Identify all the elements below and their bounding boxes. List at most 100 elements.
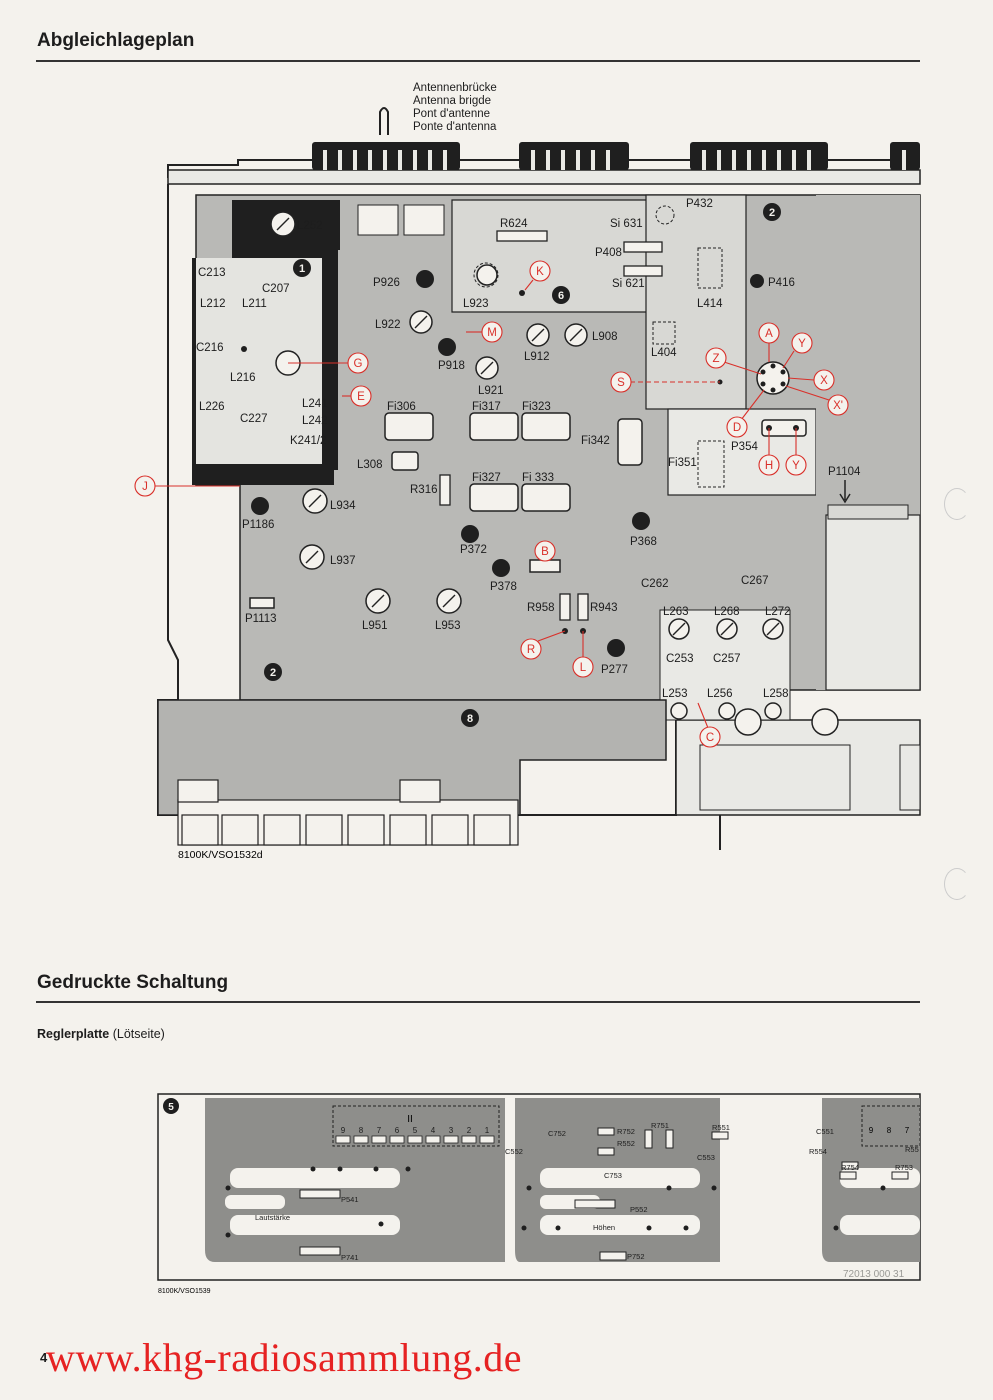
diagram1-code: 8100K/VSO1532d	[178, 849, 263, 860]
svg-text:M: M	[487, 327, 497, 339]
svg-text:R552: R552	[617, 1139, 635, 1148]
section-rule	[36, 1001, 920, 1003]
svg-text:L923: L923	[463, 298, 489, 310]
antenna-line-3: Ponte d'antenna	[413, 121, 497, 133]
svg-text:H: H	[765, 460, 773, 472]
svg-text:R752: R752	[617, 1127, 635, 1136]
subtitle-bold: Reglerplatte	[37, 1027, 110, 1041]
connector-strip	[177, 779, 519, 846]
svg-text:L937: L937	[330, 555, 356, 567]
svg-text:Fi351: Fi351	[668, 457, 697, 469]
svg-text:L308: L308	[357, 459, 383, 471]
svg-text:R316: R316	[410, 484, 438, 496]
svg-text:A: A	[765, 328, 773, 340]
svg-text:Y: Y	[798, 338, 806, 350]
svg-text:D: D	[733, 422, 741, 434]
potentiometers	[251, 270, 764, 657]
watermark: www.khg-radiosammlung.de	[46, 1335, 522, 1380]
svg-text:X': X'	[833, 400, 843, 412]
component-labels: L252 P432 R624 Si 631 P408 Si 621 P926 L…	[196, 198, 861, 700]
svg-text:R551: R551	[712, 1123, 730, 1132]
section-title: Gedruckte Schaltung	[37, 972, 229, 993]
svg-text:C207: C207	[262, 283, 290, 295]
svg-text:Fi327: Fi327	[472, 472, 501, 484]
svg-text:P541: P541	[341, 1195, 359, 1204]
svg-text:L908: L908	[592, 331, 618, 343]
svg-text:K: K	[536, 266, 544, 278]
svg-text:6: 6	[395, 1126, 400, 1135]
svg-text:R751: R751	[651, 1121, 669, 1130]
svg-text:L272: L272	[765, 606, 791, 618]
svg-text:Lautstärke: Lautstärke	[255, 1213, 290, 1222]
svg-text:B: B	[541, 546, 549, 558]
svg-text:L256: L256	[707, 688, 733, 700]
badge-2-top: 2	[769, 207, 775, 219]
svg-text:C553: C553	[697, 1153, 715, 1162]
svg-text:P416: P416	[768, 277, 795, 289]
svg-text:G: G	[354, 358, 363, 370]
page-number: 4	[40, 1350, 48, 1365]
svg-text:L253: L253	[662, 688, 688, 700]
svg-text:7: 7	[377, 1126, 382, 1135]
svg-text:C552: C552	[505, 1147, 523, 1156]
svg-text:Höhen: Höhen	[593, 1223, 615, 1232]
badge-2-bottom: 2	[270, 667, 276, 679]
antenna-line-1: Antenna brigde	[413, 95, 491, 107]
svg-text:L263: L263	[663, 606, 689, 618]
svg-text:L212: L212	[200, 298, 226, 310]
svg-text:C227: C227	[240, 413, 268, 425]
svg-text:C752: C752	[548, 1129, 566, 1138]
module-badges	[264, 203, 781, 727]
svg-text:L912: L912	[524, 351, 550, 363]
svg-text:L921: L921	[478, 385, 504, 397]
svg-text:R624: R624	[500, 218, 528, 230]
svg-text:R943: R943	[590, 602, 618, 614]
svg-text:L: L	[580, 662, 587, 674]
svg-text:L953: L953	[435, 620, 461, 632]
svg-text:X: X	[820, 375, 828, 387]
svg-text:R958: R958	[527, 602, 555, 614]
alignment-markers	[134, 260, 849, 748]
antenna-title: Antennenbrücke	[413, 82, 497, 94]
svg-text:L951: L951	[362, 620, 388, 632]
binder-hole-2	[944, 868, 970, 900]
svg-text:R: R	[527, 644, 535, 656]
svg-text:P432: P432	[686, 198, 713, 210]
svg-text:C216: C216	[196, 342, 224, 354]
svg-text:P752: P752	[627, 1252, 645, 1261]
svg-text:L268: L268	[714, 606, 740, 618]
antenna-line-2: Pont d'antenne	[413, 108, 490, 120]
svg-text:L934: L934	[330, 500, 356, 512]
svg-text:L226: L226	[199, 401, 225, 413]
svg-text:P1186: P1186	[242, 519, 274, 531]
module-8	[157, 699, 667, 816]
svg-text:L252: L252	[297, 220, 323, 232]
svg-text:Fi323: Fi323	[522, 401, 551, 413]
svg-text:Fi317: Fi317	[472, 401, 501, 413]
svg-text:Si 631: Si 631	[610, 218, 643, 230]
svg-text:8: 8	[359, 1126, 364, 1135]
pcb-roman: II	[407, 1114, 413, 1125]
svg-text:1: 1	[485, 1126, 490, 1135]
svg-text:P1113: P1113	[245, 613, 277, 625]
svg-text:L258: L258	[763, 688, 789, 700]
svg-text:Fi306: Fi306	[387, 401, 416, 413]
svg-text:P741: P741	[341, 1253, 359, 1262]
svg-text:C: C	[706, 732, 714, 744]
svg-text:L241: L241	[302, 398, 328, 410]
svg-text:C551: C551	[816, 1127, 834, 1136]
antenna-label: Antennenbrücke Antenna brigde Pont d'ant…	[413, 82, 497, 133]
svg-text:P926: P926	[373, 277, 400, 289]
svg-text:C213: C213	[198, 267, 226, 279]
svg-text:Fi342: Fi342	[581, 435, 610, 447]
pcb-labels: P541 Lautstärke P741 C552 C752 R752 R552…	[255, 1121, 919, 1262]
page-title: Abgleichlageplan	[37, 30, 195, 51]
svg-text:Z: Z	[712, 353, 719, 365]
antenna-bridge	[379, 107, 389, 135]
svg-text:L211: L211	[242, 298, 267, 310]
subtitle-rest: (Lötseite)	[112, 1027, 165, 1041]
svg-text:R55: R55	[905, 1145, 919, 1154]
svg-text:R754: R754	[841, 1163, 859, 1172]
svg-text:S: S	[617, 377, 625, 389]
